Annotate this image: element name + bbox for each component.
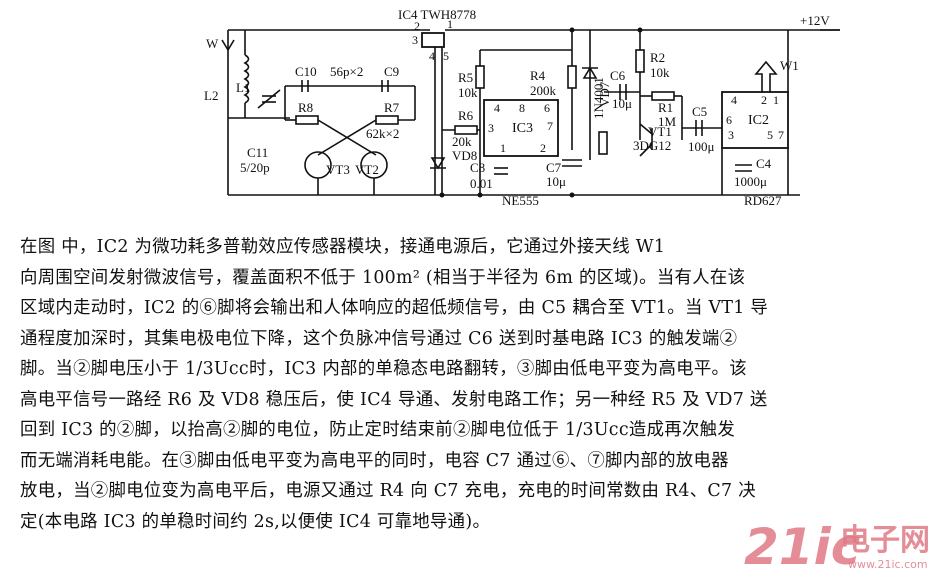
c5-label: C5 bbox=[692, 104, 707, 119]
vcc-label: +12V bbox=[800, 13, 830, 28]
antenna-w-icon bbox=[221, 39, 235, 52]
c5-value: 100μ bbox=[688, 139, 715, 154]
c4-value: 1000μ bbox=[734, 174, 767, 189]
r2-label: R2 bbox=[650, 50, 665, 65]
c6-label: C6 bbox=[610, 68, 626, 83]
vd7-label: VD7 bbox=[597, 81, 612, 107]
article-line-4: 通程度加深时，其集电极电位下降，这个负脉冲信号通过 C6 送到时基电路 IC3 … bbox=[20, 328, 738, 349]
r4-label: R4 bbox=[530, 68, 546, 83]
r2-value: 10k bbox=[650, 65, 670, 80]
article-line-8: 而无端消耗电能。在③脚由低电平变为高电平的同时，电容 C7 通过⑥、⑦脚内部的放… bbox=[20, 450, 729, 471]
rd627-label: RD627 bbox=[744, 193, 782, 208]
ic4-title: IC4 TWH8778 bbox=[398, 7, 476, 22]
r7-label: R7 bbox=[384, 100, 400, 115]
ic4-pin-3: 3 bbox=[412, 33, 418, 47]
antenna-w-label: W bbox=[206, 36, 219, 51]
ic3-body bbox=[483, 99, 559, 157]
l1-label: L1 bbox=[236, 80, 250, 95]
watermark-logo: 21ic bbox=[744, 518, 861, 576]
diode-1n4001-label: 1N4001 bbox=[591, 77, 606, 119]
r4-value: 200k bbox=[530, 83, 557, 98]
r5-value: 10k bbox=[458, 85, 478, 100]
ic2-pin-6: 6 bbox=[726, 113, 732, 127]
r6-label: R6 bbox=[458, 108, 474, 123]
ic3-pin-6: 6 bbox=[544, 101, 550, 115]
ic2-pin-4: 4 bbox=[731, 93, 737, 107]
article-line-2: 向周围空间发射微波信号，覆盖面积不低于 100m² (相当于半径为 6m 的区域… bbox=[20, 267, 746, 288]
c9-label: C9 bbox=[384, 64, 399, 79]
r6-value: 20k bbox=[452, 134, 472, 149]
ne555-label: NE555 bbox=[502, 193, 539, 208]
c7-label: C7 bbox=[546, 160, 562, 175]
antenna-w1-icon bbox=[754, 60, 778, 92]
watermark-url: www.21ic.com bbox=[848, 558, 928, 571]
c6-value: 10μ bbox=[612, 96, 632, 111]
c8-label: C8 bbox=[470, 160, 485, 175]
r1-value: 1M bbox=[658, 114, 677, 129]
r4-resistor bbox=[567, 65, 577, 89]
c8-value: 0.01 bbox=[470, 176, 493, 191]
ic3-pin-2: 2 bbox=[540, 141, 546, 155]
ic2-pin-5: 5 bbox=[767, 128, 773, 142]
r7-resistor bbox=[375, 115, 399, 125]
r1-label: R1 bbox=[658, 100, 673, 115]
ic2-pin-3: 3 bbox=[728, 128, 734, 142]
article-line-3: 区域内走动时，IC2 的⑥脚将会输出和人体响应的超低频信号，由 C5 耦合至 V… bbox=[20, 298, 769, 318]
vd8-label: VD8 bbox=[452, 148, 477, 163]
c4-label: C4 bbox=[756, 156, 772, 171]
ic3-label: IC3 bbox=[512, 121, 533, 136]
ic2-body bbox=[721, 91, 789, 149]
article-line-9: 放电，当②脚电位变为高电平后，电源又通过 R4 向 C7 充电，充电的时间常数由… bbox=[20, 481, 756, 501]
circuit-schematic: +12V IC4 TWH8778 2 3 1 4 5 W L2 L1 C11 5… bbox=[204, 7, 840, 208]
r1-resistor bbox=[651, 91, 675, 101]
vt2-label: VT2 bbox=[355, 162, 379, 177]
r8-resistor bbox=[295, 115, 319, 125]
ic3-pin-4: 4 bbox=[494, 101, 500, 115]
vt1-part-label: 3DG12 bbox=[633, 138, 671, 153]
r5-label: R5 bbox=[458, 70, 473, 85]
c11-label: C11 bbox=[247, 145, 268, 160]
ic2-pin-2: 2 bbox=[761, 93, 767, 107]
c10-label: C10 bbox=[295, 64, 317, 79]
ic3-pin-8: 8 bbox=[519, 101, 525, 115]
site-watermark: 21ic 电子网 www.21ic.com bbox=[744, 518, 949, 576]
c10-c9-value: 56p×2 bbox=[330, 64, 363, 79]
r7-r8-value: 62k×2 bbox=[366, 126, 399, 141]
article-line-10: 定(本电路 IC3 的单稳时间约 2s,以便使 IC4 可靠地导通)。 bbox=[20, 511, 491, 532]
l1-coil-icon bbox=[243, 54, 250, 104]
article-line-1: 在图 中，IC2 为微功耗多普勒效应传感器模块，接通电源后，它通过外接天线 W1 bbox=[20, 237, 666, 257]
vt1-label: VT1 bbox=[648, 124, 672, 139]
ic2-pin-1: 1 bbox=[773, 93, 779, 107]
watermark-cn: 电子网 bbox=[840, 523, 930, 558]
r6-resistor bbox=[454, 125, 478, 135]
vt3-label: VT3 bbox=[326, 162, 350, 177]
c7-value: 10μ bbox=[546, 174, 566, 189]
ic3-pin-3: 3 bbox=[488, 121, 494, 135]
ic4-pin-2: 2 bbox=[414, 19, 420, 33]
vd7-resistor bbox=[598, 131, 608, 155]
vd8-diode-icon bbox=[430, 157, 446, 170]
ic4-pin-1: 1 bbox=[447, 17, 453, 31]
ic4-pin-5: 5 bbox=[443, 49, 449, 63]
ic2-label: IC2 bbox=[748, 113, 769, 128]
article-body: 在图 中，IC2 为微功耗多普勒效应传感器模块，接通电源后，它通过外接天线 W1… bbox=[20, 232, 938, 537]
ic2-pin-7: 7 bbox=[778, 128, 784, 142]
ic3-pin-7: 7 bbox=[547, 119, 553, 133]
article-line-7: 回到 IC3 的②脚，以抬高②脚的电位，防止定时结束前②脚电位低于 1/3Ucc… bbox=[20, 420, 736, 440]
article-line-6: 高电平信号一路经 R6 及 VD8 稳压后，使 IC4 导通、发射电路工作；另一… bbox=[20, 389, 768, 410]
ic4-body bbox=[421, 32, 445, 48]
r5-resistor bbox=[475, 65, 485, 89]
r8-label: R8 bbox=[298, 100, 313, 115]
antenna-w1-label: W1 bbox=[780, 58, 799, 73]
r2-resistor bbox=[635, 49, 645, 73]
ic4-pin-4: 4 bbox=[429, 49, 435, 63]
ic3-pin-1: 1 bbox=[500, 141, 506, 155]
article-line-5: 脚。当②脚电压小于 1/3Ucc时，IC3 内部的单稳态电路翻转，③脚由低电平变… bbox=[20, 359, 747, 379]
l2-label: L2 bbox=[204, 88, 218, 103]
c11-value: 5/20p bbox=[240, 160, 270, 175]
